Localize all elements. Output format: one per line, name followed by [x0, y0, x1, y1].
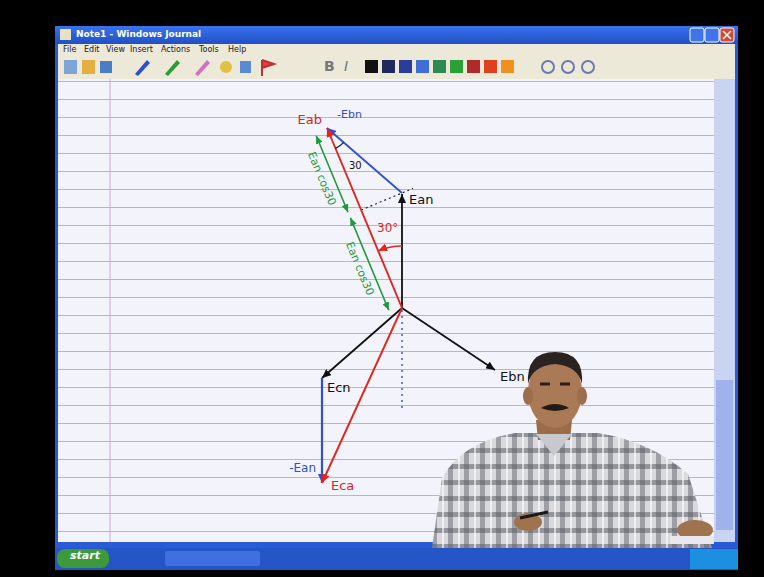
color-swatch [416, 60, 429, 73]
angle-label: 30 [349, 160, 362, 172]
color-swatch [450, 60, 463, 73]
window-icon [60, 29, 71, 40]
start-button [57, 549, 109, 568]
phasor-diagram [316, 128, 495, 483]
stylus [520, 512, 548, 518]
toolbar [58, 55, 735, 79]
margin-line [110, 79, 111, 542]
menu-item: Actions [161, 45, 190, 54]
phasor-ean [401, 194, 403, 308]
angle-label: 30° [377, 222, 398, 236]
phasor-label: -Ebn [337, 109, 362, 122]
phasor-minus-ean [321, 378, 323, 483]
menu-item: View [106, 45, 125, 54]
color-swatch [399, 60, 412, 73]
window-title: Note1 - Windows Journal [76, 29, 201, 39]
color-swatch [433, 60, 446, 73]
menu-item: Help [228, 45, 246, 54]
phasor-minus-ebn [327, 128, 402, 193]
tool-icon [100, 61, 112, 73]
color-swatch [501, 60, 514, 73]
taskbar [55, 548, 738, 570]
collar [536, 434, 572, 456]
taskbar-button [165, 551, 260, 566]
phasor-label: Ebn [500, 370, 525, 385]
highlighter-icon [165, 60, 180, 76]
phasor-label: Ean [409, 193, 433, 208]
reference-dotted-line [401, 310, 402, 410]
scrollbar [714, 79, 735, 542]
close-button [720, 28, 734, 42]
maximize-button [705, 28, 719, 42]
ear [523, 387, 533, 405]
dimension-label: Ean cos30 [342, 240, 375, 297]
mustache [541, 404, 569, 411]
menu-item: Edit [84, 45, 100, 54]
minimize-button [690, 28, 704, 42]
phasor-label: Eab [298, 113, 322, 128]
phasor-label: -Ean [289, 462, 316, 476]
close-cross [723, 31, 731, 39]
title-bar [55, 26, 738, 44]
angle-arc [378, 246, 402, 251]
color-swatch [484, 60, 497, 73]
desk-paper [670, 536, 714, 544]
angle-arc [336, 142, 344, 148]
color-swatch [382, 60, 395, 73]
tool-icon [82, 60, 95, 74]
tool-icon [64, 60, 77, 74]
ear [577, 387, 587, 405]
menu-bar [58, 44, 735, 55]
phasor-eca [322, 308, 402, 483]
checked-shirt [432, 433, 712, 548]
dimension-label: Ean cos30 [304, 150, 337, 207]
zoom-icon [562, 61, 574, 73]
system-tray [690, 549, 738, 569]
pen-icon [135, 60, 150, 76]
zoom-icon [542, 61, 554, 73]
hair [528, 352, 582, 384]
color-swatch [467, 60, 480, 73]
scrollbar-thumb [716, 380, 733, 530]
menu-item: Tools [199, 45, 219, 54]
menu-item: File [63, 45, 76, 54]
phasor-eab [327, 128, 402, 308]
eraser-icon [195, 60, 210, 76]
menu-item: Insert [130, 45, 153, 54]
phasor-ecn [322, 308, 402, 378]
phasor-ebn [402, 308, 495, 370]
window-frame [55, 26, 738, 550]
lecturer-figure [432, 352, 714, 548]
start-label: start [70, 550, 100, 563]
eyes [540, 383, 570, 386]
perpendicular-dotted-line [361, 188, 413, 210]
tool-icon [220, 61, 232, 73]
tool-icon [240, 61, 251, 73]
bold-button: B [324, 58, 335, 74]
color-swatch [365, 60, 378, 73]
phasor-label: Eca [331, 479, 354, 494]
zoom-icon [582, 61, 594, 73]
phasor-label: Ecn [327, 381, 351, 396]
italic-button: I [344, 58, 348, 74]
flag-icon [262, 60, 274, 76]
